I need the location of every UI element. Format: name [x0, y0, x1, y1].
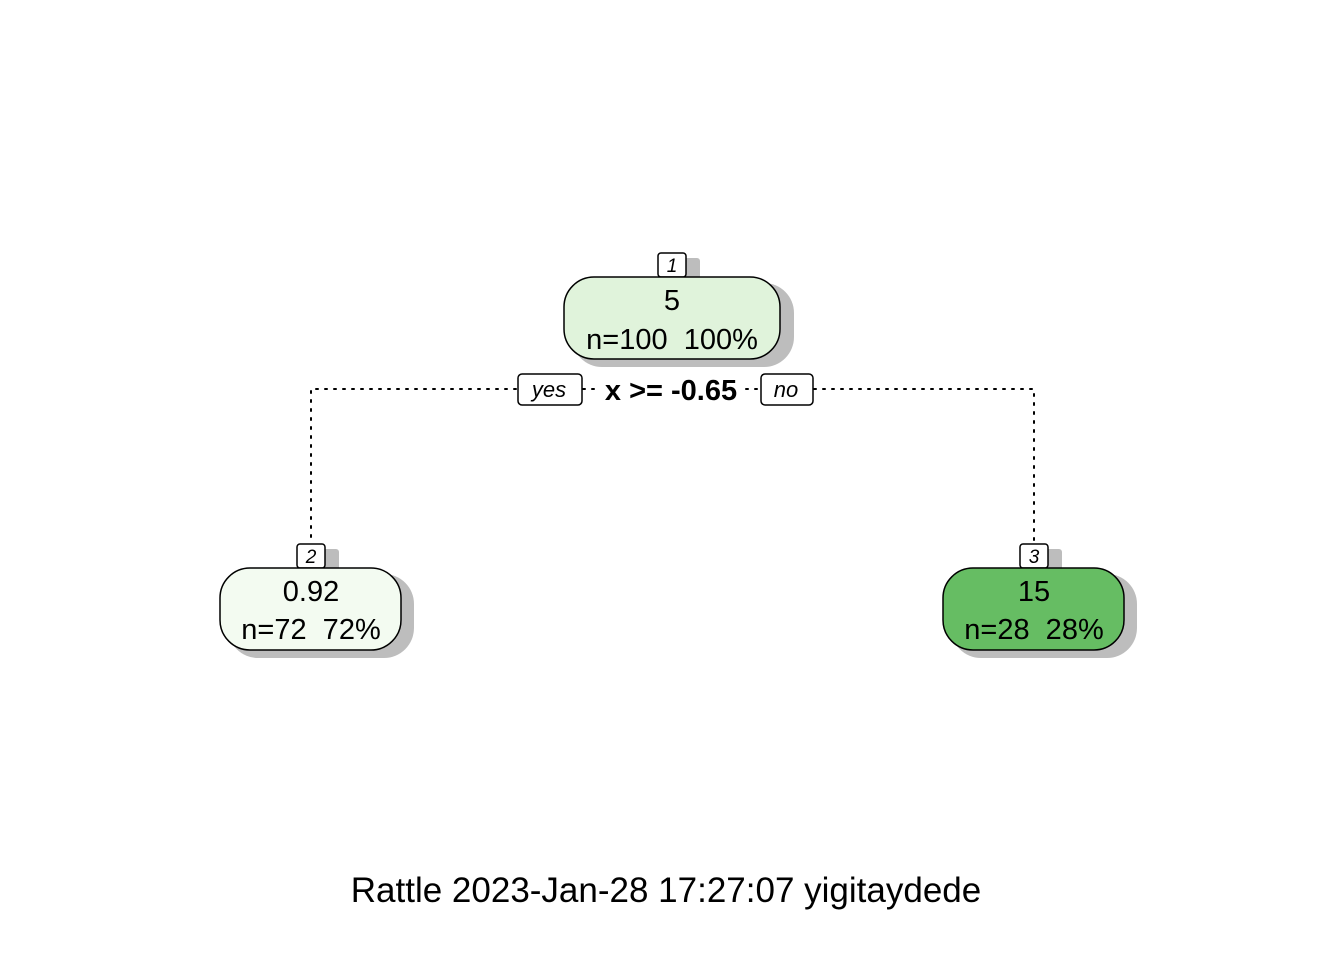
tree-node-2: 2 0.92 n=72 72%	[219, 543, 414, 658]
node-box	[942, 567, 1125, 651]
node-value: 15	[1018, 576, 1050, 608]
connector-no-branch	[813, 388, 1035, 545]
yes-label: yes	[530, 377, 566, 402]
node-id-label: 2	[305, 547, 317, 568]
no-label: no	[774, 377, 798, 402]
node-summary: n=100 100%	[586, 324, 758, 356]
split-condition: x >= -0.65	[605, 375, 737, 407]
yes-tag-box	[517, 373, 583, 406]
node-value: 0.92	[283, 576, 339, 608]
node-id-label: 1	[667, 256, 678, 277]
node-summary: n=72 72%	[241, 614, 380, 646]
connector-yes-branch	[310, 388, 517, 545]
node-id-label: 3	[1029, 547, 1040, 568]
caption: Rattle 2023-Jan-28 17:27:07 yigitaydede	[351, 871, 981, 910]
tree-node-1: 1 5 n=100 100%	[563, 252, 794, 367]
node-summary: n=28 28%	[964, 614, 1103, 646]
node-value: 5	[664, 285, 680, 317]
node-box	[219, 567, 402, 651]
node-box	[563, 276, 781, 360]
no-tag-box	[760, 373, 814, 406]
split-rule: yes x >= -0.65 no	[517, 373, 814, 407]
tree-node-3: 3 15 n=28 28%	[942, 543, 1137, 658]
